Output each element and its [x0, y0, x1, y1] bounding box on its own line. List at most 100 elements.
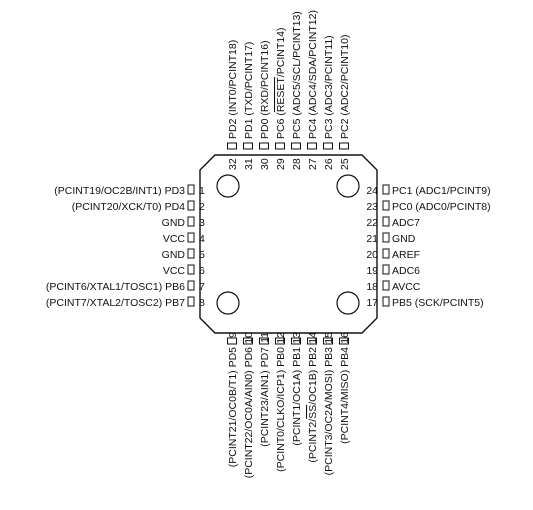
- pin-label: (PCINT22/OC0A/AIN0) PD6: [243, 347, 255, 478]
- pin-label: PD2 (INT0/PCINT18): [227, 40, 239, 139]
- pin-pad: [243, 142, 253, 150]
- pin-pad: [259, 142, 269, 150]
- pin-number: 24: [366, 185, 378, 197]
- pin-number: 6: [199, 265, 205, 277]
- pin-number: 21: [366, 233, 378, 245]
- pin-number: 17: [366, 297, 378, 309]
- pin-pad: [187, 184, 195, 195]
- pin-number: 9: [227, 332, 239, 338]
- pin-number: 5: [199, 249, 205, 261]
- pin-label: VCC: [163, 233, 186, 245]
- pin-number: 10: [243, 332, 255, 344]
- pin-pad: [382, 280, 390, 291]
- pin-number: 2: [199, 201, 205, 213]
- pin-label: (PCINT6/XTAL1/TOSC1) PB6: [46, 281, 185, 293]
- pin-label: AVCC: [392, 281, 421, 293]
- left-pin-group: 1(PCINT19/OC2B/INT1) PD32(PCINT20/XCK/T0…: [46, 184, 205, 309]
- pin-pad: [382, 248, 390, 259]
- pin-number: 8: [199, 297, 205, 309]
- pin-label: (PCINT23/AIN1) PD7: [259, 347, 271, 447]
- pin-pad: [323, 337, 333, 345]
- pin-pad: [275, 337, 285, 345]
- pin-pad: [339, 142, 349, 150]
- pin-pad: [259, 337, 269, 345]
- pin-pad: [339, 337, 349, 345]
- pin-pad: [187, 200, 195, 211]
- pin-label: GND: [392, 233, 416, 245]
- pin-label: (PCINT7/XTAL2/TOSC2) PB7: [46, 297, 185, 309]
- pin-number: 31: [243, 158, 255, 170]
- pin-number: 13: [291, 332, 303, 344]
- pin-label: PC6 (RESET/PCINT14): [275, 28, 287, 139]
- pin-label: VCC: [163, 265, 186, 277]
- pin-label: (PCINT20/XCK/T0) PD4: [72, 201, 185, 213]
- pin-number: 1: [199, 185, 205, 197]
- pin-number: 3: [199, 217, 205, 229]
- pin-label: PC1 (ADC1/PCINT9): [392, 185, 491, 197]
- pin-label: (PCINT1/OC1A) PB1: [291, 347, 303, 446]
- pin-label: ADC7: [392, 217, 420, 229]
- right-pin-group: 24 PC1 (ADC1/PCINT9) 23 PC0 (ADC0/PCINT8) 22…: [366, 184, 491, 309]
- pin-number: 26: [323, 158, 335, 170]
- pin-label: PD1 (TXD/PCINT17): [243, 42, 255, 139]
- pin-label: (PCINT0/CLKO/ICP1) PB0: [275, 347, 287, 472]
- package-body: [199, 154, 378, 334]
- pin-number: 19: [366, 265, 378, 277]
- pin-number: 15: [323, 332, 335, 344]
- pin-pad: [382, 232, 390, 243]
- bottom-pin-group: 9 (PCINT21/OC0B/T1) PD5 10 (PCINT22/OC0A/AI…: [227, 332, 351, 478]
- pin-label: PC5 (ADC5/SCL/PCINT13): [291, 11, 303, 139]
- pin-number: 20: [366, 249, 378, 261]
- pin-pad: [307, 337, 317, 345]
- corner-circle-bottom-left: [216, 291, 240, 315]
- corner-circle-bottom-right: [336, 291, 360, 315]
- pin-pad: [227, 337, 237, 345]
- pin-number: 22: [366, 217, 378, 229]
- pin-pad: [307, 142, 317, 150]
- pin-label: PC0 (ADC0/PCINT8): [392, 201, 491, 213]
- pin-label: PB5 (SCK/PCINT5): [392, 297, 484, 309]
- pin-number: 11: [259, 332, 271, 343]
- pin-pad: [382, 184, 390, 195]
- pin-number: 25: [339, 158, 351, 170]
- pin-number: 14: [307, 332, 319, 344]
- pin-label: PC3 (ADC3/PCINT11): [323, 35, 335, 139]
- pin-label: (PCINT4/MISO) PB4: [339, 347, 351, 444]
- pin-pad: [382, 296, 390, 307]
- pin-pad: [323, 142, 333, 150]
- pin-number: 12: [275, 332, 287, 344]
- pin-label: PC2 (ADC2/PCINT10): [339, 35, 351, 139]
- pin-pad: [291, 142, 301, 150]
- pin-pad: [291, 337, 301, 345]
- pin-pad: [275, 142, 285, 150]
- pin-label: PC4 (ADC4/SDA/PCINT12): [307, 10, 319, 139]
- pin-label: (PCINT2/SS/OC1B) PB2: [307, 347, 319, 463]
- top-pin-group: 32 PD2 (INT0/PCINT18) 31 PD1 (TXD/PCINT17) 3…: [227, 10, 351, 170]
- pin-label: PD0 (RXD/PCINT16): [259, 40, 271, 139]
- pin-pad: [187, 232, 195, 243]
- pin-label: GND: [162, 249, 186, 261]
- pin-pad: [187, 280, 195, 291]
- pin-pad: [382, 264, 390, 275]
- pin-number: 28: [291, 158, 303, 170]
- pin-label: AREF: [392, 249, 420, 261]
- pin-pad: [187, 264, 195, 275]
- pin-number: 29: [275, 158, 287, 170]
- pin-number: 23: [366, 201, 378, 213]
- pin-number: 18: [366, 281, 378, 293]
- pin-pad: [227, 142, 237, 150]
- pin-pad: [187, 216, 195, 227]
- pin-label: GND: [162, 217, 186, 229]
- pin-pad: [187, 248, 195, 259]
- pin1-marker-circle: [216, 174, 240, 198]
- pin-pad: [187, 296, 195, 307]
- pin-label: (PCINT21/OC0B/T1) PD5: [227, 347, 239, 467]
- pin-label: (PCINT3/OC2A/MOSI) PB3: [323, 347, 335, 476]
- corner-circle-top-right: [336, 174, 360, 198]
- pin-number: 32: [227, 158, 239, 170]
- pin-number: 27: [307, 158, 319, 170]
- pin-pad: [382, 216, 390, 227]
- pin-number: 30: [259, 158, 271, 170]
